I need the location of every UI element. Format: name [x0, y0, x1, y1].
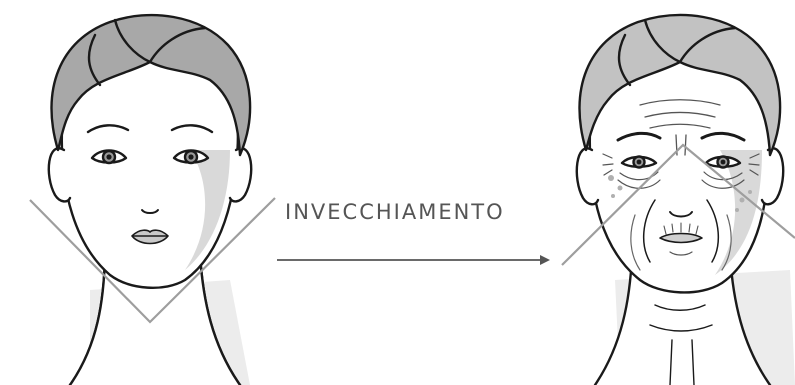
arrow-right-icon — [277, 255, 550, 265]
aged-face — [577, 15, 795, 385]
young-face — [49, 15, 251, 385]
aging-caption: INVECCHIAMENTO — [285, 200, 505, 224]
aged-lips — [660, 234, 702, 243]
young-lips — [132, 230, 168, 243]
